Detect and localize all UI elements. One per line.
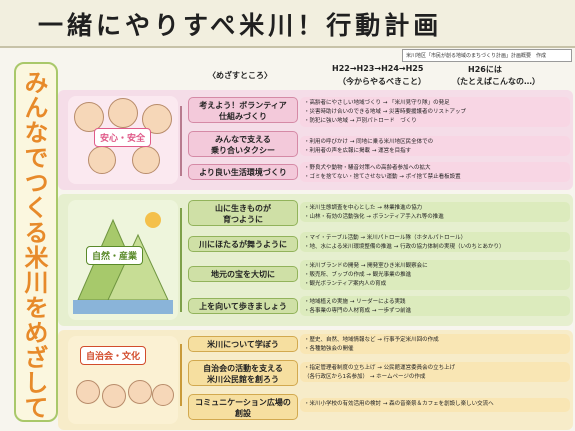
page-title: 一緒にやりすぺ米川！行動計画 [38, 11, 443, 40]
person-icon [74, 102, 104, 132]
safety-illustration [68, 96, 178, 184]
action-community-hall: ・指定管理者制度の立ち上げ → 公民館運営委員会の立ち上げ （各行政区から1名参… [300, 362, 570, 382]
goal-label: 川にほたるが舞うように [199, 240, 287, 249]
person-icon [88, 146, 116, 174]
person-icon [102, 384, 126, 408]
action-communication-plaza: ・米川小学校の有効活用の検討 → 森の音楽祭＆カフェを創設し楽しい交流へ [300, 398, 570, 412]
connector [180, 344, 182, 406]
action-volunteer: ・高齢者にやさしい地域づくり → 「米川見守り隊」の発足 ・災害時助け合いのでき… [300, 97, 570, 127]
action-item: ・ゴミを捨てない・捨てさせない運動 → ポイ捨て禁止看板設置 [304, 174, 461, 180]
goal-label: 考えよう！ボランティア 仕組みづくり [199, 101, 287, 121]
goal-learn: 米川について学ぼう [188, 336, 298, 352]
connector [180, 106, 182, 176]
action-item: ・観光ボランティア案内人の育成 [304, 281, 387, 287]
action-treasure: ・米川ブランドの開発 → 開発室ひき米川観察会に ・販売所、ブッブの作成 → 観… [300, 260, 570, 290]
action-item: ・米川小学校の有効活用の検討 → 森の音楽祭＆カフェを創設し楽しい交流へ [304, 401, 494, 407]
action-item: ・歴史、自然、地域情報など → 行事予定米川回の作成 [304, 337, 439, 343]
category-label-culture: 自治会・文化 [80, 346, 147, 365]
action-item: ・利用者の声を広報に掲載 → 運営を目指す [304, 148, 412, 154]
person-icon [128, 380, 152, 404]
h26-sub-header: （たとえばこんなの…） [452, 77, 540, 86]
goal-taxi: みんなで支える 乗り合いタクシー [188, 131, 298, 157]
action-item: ・野良犬や動物・騒音対策への高齢者参加への拡大 [304, 165, 431, 171]
person-icon [132, 146, 160, 174]
action-item: ・各種勉強会の開催 [304, 346, 354, 352]
action-item: ・地、水による米川環境整備の推進 → 行政の協力体制の実現（いのちとあかり） [304, 244, 505, 250]
action-item: ・指定管理者制度の立ち上げ → 公民館運営委員会の立ち上げ [304, 365, 456, 371]
action-item: ・山林・有効の活動強化 → ボランティア手入れ等の推進 [304, 214, 444, 220]
action-item: ・災害時助け合いのできる地域 → 災害時要援護者のリストアップ [304, 109, 466, 115]
action-learn: ・歴史、自然、地域情報など → 行事予定米川回の作成 ・各種勉強会の開催 [300, 334, 570, 354]
action-item: ・高齢者にやさしい地域づくり → 「米川見守り隊」の発足 [304, 100, 450, 106]
goal-label: みんなで支える 乗り合いタクシー [211, 135, 275, 155]
plan-years-header: H22→H23→H24→H25 [332, 64, 424, 73]
action-taxi: ・利用の呼びかけ → 同地に乗る米川地区民全体での ・利用者の声を広報に掲載 →… [300, 136, 570, 156]
action-item: ・米川ブランドの開発 → 開発室ひき米川観察会に [304, 263, 428, 269]
action-item: ・地域植えの実施 → リーダーによる実践 [304, 299, 406, 305]
goal-label: 上を向いて歩きましょう [199, 302, 287, 311]
action-fireflies: ・マイ・テーブル活動 → 米川パトロール隊（ホタルパトロール） ・地、水による米… [300, 232, 570, 252]
plan-sub-header: （今からやるべきこと） [338, 77, 426, 86]
goal-environment: より良い生活環境づくり [188, 164, 298, 180]
action-mountains: ・米川生態調査を中心とした → 林業推進の協力 ・山林・有効の活動強化 → ボラ… [300, 202, 570, 222]
goal-label: より良い生活環境づくり [199, 168, 287, 177]
goal-label: 地元の宝を大切に [211, 270, 275, 279]
goal-label: 自治会の活動を支える 米川公民館を創ろう [203, 364, 283, 384]
connector [180, 208, 182, 312]
goal-community-hall: 自治会の活動を支える 米川公民館を創ろう [188, 360, 298, 386]
person-icon [152, 384, 174, 406]
person-icon [76, 380, 100, 404]
action-look-up: ・地域植えの実施 → リーダーによる実践 ・各事業の専門の人材育成 → 一歩ずつ… [300, 296, 570, 316]
goal-label: 山に生きものが 育つように [215, 204, 271, 224]
category-label-nature: 自然・産業 [86, 246, 144, 265]
vertical-slogan-panel: みんなでつくる米川をめざして [14, 62, 58, 422]
category-label-safety: 安心・安全 [94, 128, 152, 147]
h26-header: H26には [468, 65, 502, 74]
action-item: （各行政区から1名参加） → ホームページの作成 [304, 374, 426, 380]
goal-label: コミュニケーション広場の 創設 [195, 398, 291, 418]
vertical-slogan: みんなでつくる米川をめざして [20, 70, 48, 420]
goal-treasure: 地元の宝を大切に [188, 266, 298, 282]
goal-look-up: 上を向いて歩きましょう [188, 298, 298, 314]
goal-label: 米川について学ぼう [207, 340, 279, 349]
action-item: ・マイ・テーブル活動 → 米川パトロール隊（ホタルパトロール） [304, 235, 467, 241]
title-bar: 一緒にやりすぺ米川！行動計画 [0, 0, 575, 48]
action-item: ・販売所、ブッブの作成 → 観光事業の推進 [304, 272, 412, 278]
goal-mountains: 山に生きものが 育つように [188, 200, 298, 226]
goal-fireflies: 川にほたるが舞うように [188, 236, 298, 252]
person-icon [108, 98, 138, 128]
action-item: ・防犯に強い地域 → 戸別パトロード づくり [304, 118, 417, 124]
source-note: 米川地区「市民が創る地域のまちづくり計画」計画概要 作成 [402, 49, 572, 62]
action-item: ・利用の呼びかけ → 同地に乗る米川地区民全体での [304, 139, 434, 145]
action-environment: ・野良犬や動物・騒音対策への高齢者参加への拡大 ・ゴミを捨てない・捨てさせない運… [300, 162, 570, 182]
action-item: ・米川生態調査を中心とした → 林業推進の協力 [304, 205, 423, 211]
goals-header: 〈めざすところ〉 [208, 71, 272, 80]
goal-volunteer: 考えよう！ボランティア 仕組みづくり [188, 97, 298, 123]
goal-communication-plaza: コミュニケーション広場の 創設 [188, 394, 298, 420]
action-item: ・各事業の専門の人材育成 → 一歩ずつ前進 [304, 308, 412, 314]
